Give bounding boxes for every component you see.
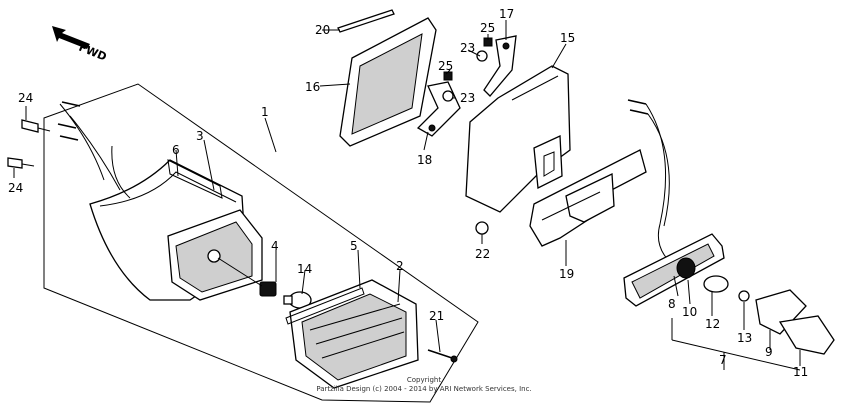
nut-23-upper xyxy=(476,50,488,62)
wire-leads-left xyxy=(57,101,81,141)
screw-24-upper xyxy=(21,119,51,133)
callout-4: 4 xyxy=(271,239,279,253)
callout-12: 12 xyxy=(705,317,720,331)
lens-screw xyxy=(427,349,458,363)
fwd-arrow-icon xyxy=(52,26,90,49)
license-light-cover xyxy=(755,289,835,355)
callout-9: 9 xyxy=(765,345,773,359)
wire-leads-right xyxy=(627,99,671,263)
rear-fender xyxy=(465,65,571,213)
license-light-bulb xyxy=(738,290,750,302)
callout-7: 7 xyxy=(719,353,727,367)
trim-stripe xyxy=(337,9,395,33)
callout-10: 10 xyxy=(682,305,697,319)
callout-15: 15 xyxy=(560,31,575,45)
callout-23-upper: 23 xyxy=(460,41,475,55)
copyright-line-1: Copyright xyxy=(407,376,441,384)
callout-18: 18 xyxy=(417,153,432,167)
lens-gasket xyxy=(285,287,365,325)
callout-2: 2 xyxy=(396,259,404,273)
bulb-socket xyxy=(217,257,277,297)
callout-13: 13 xyxy=(737,331,752,345)
tail-lens xyxy=(289,279,419,389)
callout-23-lower: 23 xyxy=(460,91,475,105)
license-light-washer xyxy=(703,275,729,293)
callout-5: 5 xyxy=(350,239,358,253)
callout-20: 20 xyxy=(315,23,330,37)
callout-22: 22 xyxy=(475,247,490,261)
mount-bracket-upper xyxy=(483,35,517,97)
screw-24-lower xyxy=(7,157,35,169)
nut-23-lower xyxy=(442,90,454,102)
callout-25-upper: 25 xyxy=(480,21,495,35)
callout-19: 19 xyxy=(559,267,574,281)
callout-6: 6 xyxy=(172,143,180,157)
leader-lines xyxy=(13,20,801,371)
assembly-outline xyxy=(43,83,479,403)
callout-3: 3 xyxy=(196,129,204,143)
callout-17: 17 xyxy=(499,7,514,21)
license-light-socket xyxy=(676,257,696,279)
license-light-lens xyxy=(623,233,725,307)
nut-22 xyxy=(475,221,489,235)
callout-24-lower: 24 xyxy=(8,181,23,195)
callout-11: 11 xyxy=(793,365,808,379)
callout-21: 21 xyxy=(429,309,444,323)
license-plate-bracket xyxy=(529,149,647,247)
callout-25-lower: 25 xyxy=(438,59,453,73)
copyright-line-2: Partzilla Design (c) 2004 - 2014 by ARI … xyxy=(316,385,531,393)
callout-16: 16 xyxy=(305,80,320,94)
callout-1: 1 xyxy=(261,105,269,119)
tail-light-housing xyxy=(59,103,263,301)
fwd-label: FWD xyxy=(77,41,109,64)
callout-24-upper: 24 xyxy=(18,91,33,105)
callout-8: 8 xyxy=(668,297,676,311)
bolt-25-lower xyxy=(443,71,453,81)
reflector-frame xyxy=(339,17,437,147)
gasket xyxy=(167,159,223,199)
callout-14: 14 xyxy=(297,262,312,276)
